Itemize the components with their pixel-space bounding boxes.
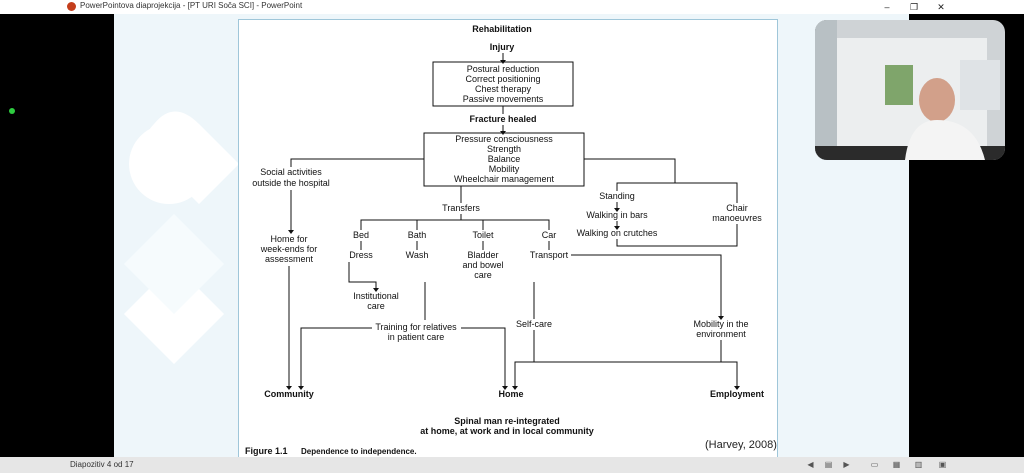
social-line1: Social activities [260, 167, 322, 177]
home-weekends-line3: assessment [265, 254, 314, 264]
box2-line4: Mobility [489, 164, 520, 174]
status-bar: Diapozitiv 4 od 17 ◀ ▤ ▶ ▭ ▦ ▥ ▣ [0, 457, 1024, 473]
institutional-line2: care [367, 301, 385, 311]
connector-lines [288, 53, 738, 388]
home-weekends-line2: week-ends for [260, 244, 318, 254]
walking-bars-label: Walking in bars [586, 210, 648, 220]
left-margin [0, 14, 114, 457]
window-title: PowerPointova diaprojekcija - [PT URI So… [80, 1, 303, 10]
webcam-video[interactable] [815, 20, 1005, 160]
box1-line3: Chest therapy [475, 84, 532, 94]
maximize-button[interactable]: ❐ [909, 2, 919, 12]
box1-line4: Passive movements [463, 94, 544, 104]
bladder-line3: care [474, 270, 492, 280]
social-line2: outside the hospital [252, 178, 330, 188]
bed-label: Bed [353, 230, 369, 240]
toilet-label: Toilet [472, 230, 494, 240]
conclusion-line1: Spinal man re-integrated [454, 416, 560, 426]
slideshow-icon[interactable]: ▣ [938, 460, 947, 469]
reading-view-icon[interactable]: ▥ [914, 460, 923, 469]
chair-line1: Chair [726, 203, 748, 213]
presenter-video-frame [815, 20, 1005, 160]
normal-view-icon[interactable]: ▭ [870, 460, 879, 469]
minimize-button[interactable]: – [884, 2, 890, 12]
chair-line2: manoeuvres [712, 213, 762, 223]
flowchart-figure: Rehabilitation Injury Postural reduction… [238, 19, 778, 461]
transfers-label: Transfers [442, 203, 480, 213]
close-button[interactable]: ✕ [937, 2, 945, 12]
caption-text: Dependence to independence. [301, 447, 417, 456]
box1-line1: Postural reduction [467, 64, 540, 74]
slide-decoration [124, 111, 239, 364]
conclusion-line2: at home, at work and in local community [420, 426, 594, 436]
fracture-healed-label: Fracture healed [469, 114, 536, 124]
box2-line1: Pressure consciousness [455, 134, 553, 144]
box1-line2: Correct positioning [465, 74, 540, 84]
walking-crutches-label: Walking on crutches [577, 228, 658, 238]
slide-grid-icon[interactable]: ▤ [824, 460, 833, 469]
employment-label: Employment [710, 389, 764, 399]
arrowheads [286, 60, 740, 390]
car-label: Car [542, 230, 557, 240]
caption-label: Figure 1.1 [245, 446, 288, 456]
heading: Rehabilitation [472, 24, 532, 34]
standing-label: Standing [599, 191, 635, 201]
community-label: Community [264, 389, 314, 399]
slide-sorter-icon[interactable]: ▦ [892, 460, 901, 469]
training-line2: in patient care [388, 332, 445, 342]
transport-label: Transport [530, 250, 569, 260]
wash-label: Wash [406, 250, 429, 260]
injury-label: Injury [490, 42, 515, 52]
home-label: Home [498, 389, 523, 399]
box2-line2: Strength [487, 144, 521, 154]
box2-line3: Balance [488, 154, 521, 164]
bladder-line1: Bladder [467, 250, 498, 260]
bath-label: Bath [408, 230, 427, 240]
selfcare-label: Self-care [516, 319, 552, 329]
mobility-env-line2: environment [696, 329, 746, 339]
slide-indicator: Diapozitiv 4 od 17 [70, 460, 134, 469]
powerpoint-icon [67, 2, 76, 11]
next-slide-icon[interactable]: ▶ [843, 460, 850, 469]
box2-line5: Wheelchair management [454, 174, 555, 184]
mobility-env-line1: Mobility in the [693, 319, 748, 329]
flowchart: Rehabilitation Injury Postural reduction… [245, 24, 764, 456]
institutional-line1: Institutional [353, 291, 399, 301]
home-weekends-line1: Home for [270, 234, 307, 244]
window-titlebar: PowerPointova diaprojekcija - [PT URI So… [0, 0, 1024, 14]
training-line1: Training for relatives [375, 322, 457, 332]
dress-label: Dress [349, 250, 373, 260]
bladder-line2: and bowel [462, 260, 503, 270]
previous-slide-icon[interactable]: ◀ [807, 460, 814, 469]
presence-dot [9, 108, 15, 114]
citation-text: (Harvey, 2008) [705, 439, 777, 451]
